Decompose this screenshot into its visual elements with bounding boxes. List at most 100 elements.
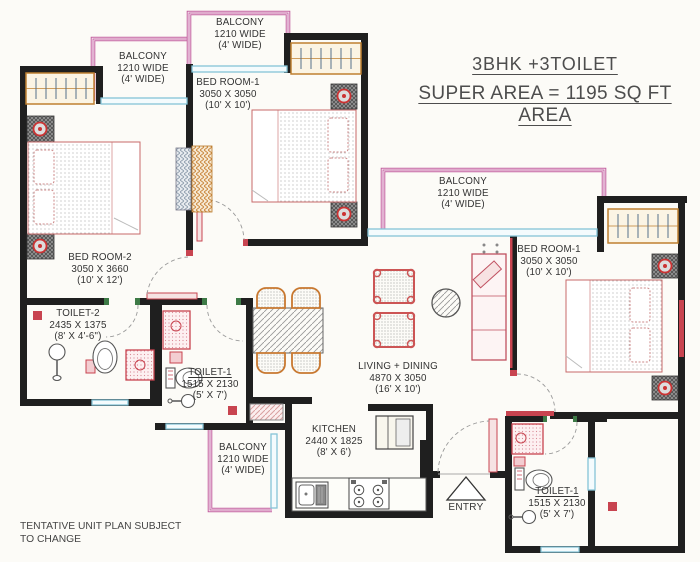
room-size-ft: (4' WIDE) [441,199,485,211]
room-label-toilet2: TOILET-2 2435 X 1375 (8' X 4'-6") [49,308,106,343]
room-name: TOILET-1 [188,367,232,378]
room-label-balcony-top-left: BALCONY 1210 WIDE (4' WIDE) [117,51,168,86]
room-name: BED ROOM-1 [196,77,260,88]
duct-icon [175,145,213,213]
room-size-ft: (8' X 4'-6") [54,331,102,343]
wardrobe-icon [607,208,679,244]
room-size-ft: (5' X 7') [192,390,228,402]
shower-icon [125,349,155,381]
round-table-icon [431,288,461,318]
geyser-icon [169,351,183,364]
red-wall-accents [33,238,684,511]
bed-icon [27,141,141,235]
room-size-mm: 1210 WIDE [214,28,266,40]
room-size-mm: 3050 X 3050 [199,88,257,100]
room-size-mm: 1515 X 2130 [181,378,239,390]
room-size-mm: 3050 X 3050 [520,255,578,267]
kitchen-sink-icon [295,481,329,509]
windows-layer [91,65,598,553]
room-label-kitchen: KITCHEN 2440 X 1825 (8' X 6') [305,424,362,459]
room-label-toilet1-mid: TOILET-1 1515 X 2130 (5' X 7') [181,367,238,402]
shower-icon [162,310,191,350]
room-size-ft: (16' X 10') [375,384,421,396]
bed-icon [565,279,663,373]
side-table-icon [330,201,358,228]
door-arc [146,256,189,295]
room-label-bedroom2: BED ROOM-2 3050 X 3660 (10' X 12') [68,252,132,287]
room-size-ft: (10' X 12') [77,275,123,287]
entry-arrow-icon [445,475,487,501]
side-table-icon [330,83,358,110]
entry-label: ENTRY [448,502,484,513]
door-arc [544,421,578,455]
disclaimer-note: TENTATIVE UNIT PLAN SUBJECT TO CHANGE [20,520,181,546]
room-size-mm: 1210 WIDE [217,453,269,465]
tv-unit-icon [471,243,507,361]
room-name: BED ROOM-1 [517,244,581,255]
sofa-icon [372,311,416,349]
wc-icon [514,467,553,491]
room-name: KITCHEN [311,424,357,435]
washbasin-icon [508,509,537,525]
kitchen-shelf-icon [249,403,284,421]
washbasin-icon [48,343,66,382]
fridge-icon [375,415,414,450]
room-size-ft: (10' X 10') [205,100,251,112]
room-label-bedroom1-right: BED ROOM-1 3050 X 3050 (10' X 10') [517,244,581,279]
room-name: BALCONY [219,442,267,453]
balcony-rail-right [380,167,607,232]
room-label-bedroom1-mid: BED ROOM-1 3050 X 3050 (10' X 10') [196,77,260,112]
balcony-rail-top-mid [186,10,291,68]
disclaimer-line1: TENTATIVE UNIT PLAN SUBJECT [20,521,182,532]
plan-title: 3BHK +3TOILET SUPER AREA = 1195 SQ FT AR… [390,54,700,127]
wardrobe-icon [290,42,362,75]
room-name: BALCONY [439,176,487,187]
entry-door-leaf [488,418,498,473]
room-name: LIVING + DINING [358,361,438,372]
room-name: TOILET-1 [535,486,579,497]
side-table-icon [651,253,679,279]
washbasin-icon [167,393,196,409]
dining-chair-icon [256,287,321,374]
wardrobe-icon [25,72,95,105]
side-table-icon [651,375,679,401]
room-label-toilet1-bottom: TOILET-1 1515 X 2130 (5' X 7') [528,486,585,521]
room-label-balcony-right: BALCONY 1210 WIDE (4' WIDE) [437,176,488,211]
room-name: BED ROOM-2 [68,252,132,263]
wc-icon [165,367,203,389]
room-label-balcony-top-mid: BALCONY 1210 WIDE (4' WIDE) [214,17,265,52]
room-size-mm: 1210 WIDE [437,187,489,199]
room-size-ft: (8' X 6') [316,447,352,459]
room-name: TOILET-2 [56,308,100,319]
room-label-balcony-bottom: BALCONY 1210 WIDE (4' WIDE) [217,442,268,477]
shower-icon [511,423,544,455]
room-name: BALCONY [216,17,264,28]
stove-icon [348,477,390,510]
plan-type: 3BHK +3TOILET [472,54,618,74]
geyser-icon [513,456,526,467]
room-size-mm: 2435 X 1375 [49,319,107,331]
room-size-mm: 1515 X 2130 [528,497,586,509]
room-size-ft: (10' X 10') [526,267,572,279]
dining-table-icon [252,307,324,354]
room-label-living-dining: LIVING + DINING 4870 X 3050 (16' X 10') [358,361,438,396]
super-area: SUPER AREA = 1195 SQ FT AREA [418,83,672,126]
room-size-mm: 3050 X 3660 [71,263,129,275]
door-arc [206,304,244,342]
entry-door-arc [437,420,490,473]
room-size-mm: 1210 WIDE [117,62,169,74]
door-leaf [146,292,198,300]
side-table-icon [26,233,55,260]
sofa-icon [372,268,416,305]
room-size-ft: (4' WIDE) [121,74,165,86]
room-name: BALCONY [119,51,167,62]
side-table-icon [26,115,55,143]
room-size-ft: (4' WIDE) [221,465,265,477]
room-size-mm: 4870 X 3050 [369,372,427,384]
room-size-mm: 2440 X 1825 [305,435,363,447]
disclaimer-line2: TO CHANGE [20,534,82,545]
balcony-rail-bottom [207,430,272,513]
bed-icon [251,109,357,203]
